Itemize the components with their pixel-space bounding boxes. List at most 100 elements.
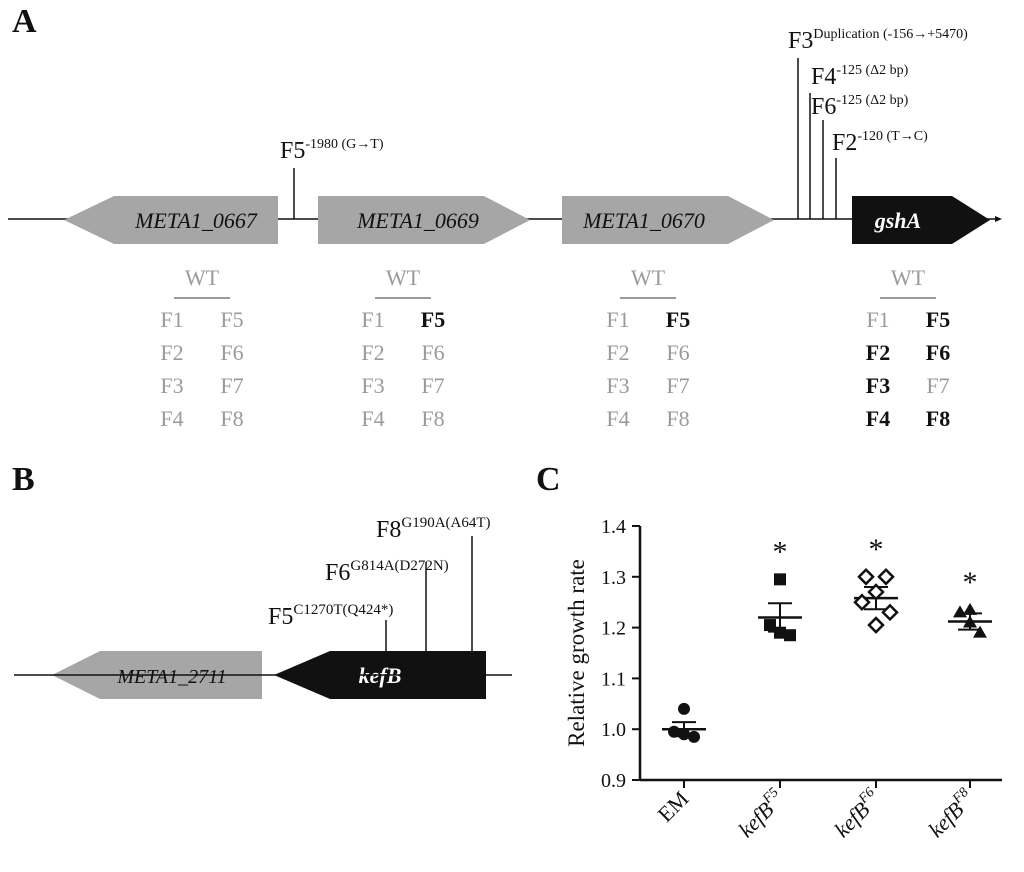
gene-meta1-2711-label: META1_2711	[116, 666, 226, 688]
mutation-f6-b-detail: G814A(D272N)	[350, 558, 448, 574]
table-header: WT	[386, 265, 421, 290]
data-point-diamond	[867, 583, 885, 601]
mutation-f2-a-label: F2-120 (T→C)	[832, 129, 928, 156]
mutation-f8-b-strain: F8	[376, 517, 401, 543]
table-cell: F3	[361, 373, 384, 398]
series-kefb-f8: *kefBF8	[923, 566, 992, 842]
gene-meta1-0667-label: META1_0667	[134, 208, 258, 233]
table-cell: F8	[220, 406, 243, 431]
table-cell: F3	[866, 373, 890, 398]
table-cell: F3	[160, 373, 183, 398]
table-cell: F2	[361, 340, 384, 365]
table-header: WT	[891, 265, 926, 290]
y-tick-label: 1.2	[601, 618, 626, 640]
mutation-f4-a-detail: -125 (Δ2 bp)	[836, 63, 908, 78]
mutation-f3-a-detail: Duplication (-156→+5470)	[813, 27, 968, 42]
series-kefb-f5: * kefBF5	[733, 535, 802, 842]
mutation-f6-a-strain: F6	[811, 94, 836, 120]
table-header: WT	[631, 265, 666, 290]
table-cell: F1	[160, 307, 183, 332]
y-tick-label: 1.4	[601, 516, 626, 538]
series-kefb-f6: *kefBF6	[829, 533, 899, 842]
data-point-circle	[678, 728, 690, 741]
table-cell: F8	[926, 406, 950, 431]
mutation-f6-b-label: F6G814A(D272N)	[325, 558, 449, 586]
data-point-diamond	[867, 616, 885, 634]
gene-meta1-0669-arrow	[318, 196, 530, 244]
panel-c-label: C	[536, 461, 561, 498]
mutation-f6-a-label: F6-125 (Δ2 bp)	[811, 93, 909, 120]
mutation-f5-b-detail: C1270T(Q424*)	[293, 602, 393, 618]
table-cell: F4	[606, 406, 629, 431]
data-point-square	[774, 626, 786, 639]
table-cell: F6	[220, 340, 243, 365]
table-cell: F6	[926, 340, 950, 365]
panel-b-label: B	[12, 461, 35, 498]
mutation-f5-a-label: F5-1980 (G→T)	[280, 137, 384, 164]
table-cell: F5	[666, 307, 690, 332]
panel-a-label: A	[12, 3, 37, 40]
table-cell: F6	[666, 340, 689, 365]
x-tick-label-main: EM	[653, 786, 694, 827]
table-cell: F2	[866, 340, 890, 365]
table-cell: F1	[606, 307, 629, 332]
gene-gsha-label: gshA	[874, 208, 921, 233]
chromosome-end-a	[995, 216, 1002, 222]
table-cell: F8	[666, 406, 689, 431]
table-cell: F4	[866, 406, 890, 431]
table-cell: F6	[421, 340, 444, 365]
mutation-f4-a-strain: F4	[811, 64, 836, 90]
data-point-triangle	[953, 605, 967, 618]
table-cell: F3	[606, 373, 629, 398]
table-cell: F1	[361, 307, 384, 332]
gene-meta1-0667-arrow	[64, 196, 278, 244]
table-cell: F8	[421, 406, 444, 431]
table-cell: F5	[220, 307, 243, 332]
data-point-square	[774, 573, 786, 586]
mutation-f5-b-strain: F5	[268, 604, 293, 630]
y-axis-label: Relative growth rate	[564, 559, 589, 747]
table-cell: F4	[160, 406, 183, 431]
data-point-circle	[668, 725, 680, 738]
mutation-f6-a-detail: -125 (Δ2 bp)	[836, 93, 908, 108]
table-cell: F1	[866, 307, 889, 332]
table-cell: F7	[421, 373, 444, 398]
mutation-f5-b-label: F5C1270T(Q424*)	[268, 602, 393, 630]
table-cell: F2	[606, 340, 629, 365]
data-point-diamond	[853, 593, 871, 611]
mutation-f5-a-strain: F5	[280, 138, 305, 164]
data-point-diamond	[857, 568, 875, 586]
mutation-f3-a-label: F3Duplication (-156→+5470)	[788, 27, 968, 54]
mutation-f8-b-label: F8G190A(A64T)	[376, 515, 491, 543]
data-point-triangle	[963, 602, 977, 615]
data-point-circle	[688, 730, 700, 743]
gene-gsha-arrow	[852, 196, 990, 244]
table-cell: F2	[160, 340, 183, 365]
gene-meta1-0670-label: META1_0670	[582, 208, 705, 233]
y-tick-label: 1.1	[601, 668, 626, 690]
data-point-diamond	[881, 603, 899, 622]
mutation-f4-a-label: F4-125 (Δ2 bp)	[811, 63, 909, 90]
data-point-triangle	[973, 625, 987, 638]
mutation-f5-a-detail: -1980 (G→T)	[305, 137, 383, 152]
x-tick-label: kefBF8	[923, 785, 980, 842]
mutation-f6-b-strain: F6	[325, 560, 350, 586]
table-cell: F4	[361, 406, 384, 431]
table-cell: F7	[926, 373, 949, 398]
data-point-square	[764, 619, 776, 632]
mutation-f8-b-detail: G190A(A64T)	[401, 515, 490, 531]
x-tick-label: kefBF5	[733, 785, 790, 842]
table-cell: F5	[421, 307, 445, 332]
data-point-square	[784, 629, 796, 642]
mutation-f2-a-strain: F2	[832, 130, 857, 156]
table-cell: F5	[926, 307, 950, 332]
significance-mark: *	[773, 535, 788, 568]
x-tick-label: kefBF6	[829, 785, 886, 842]
